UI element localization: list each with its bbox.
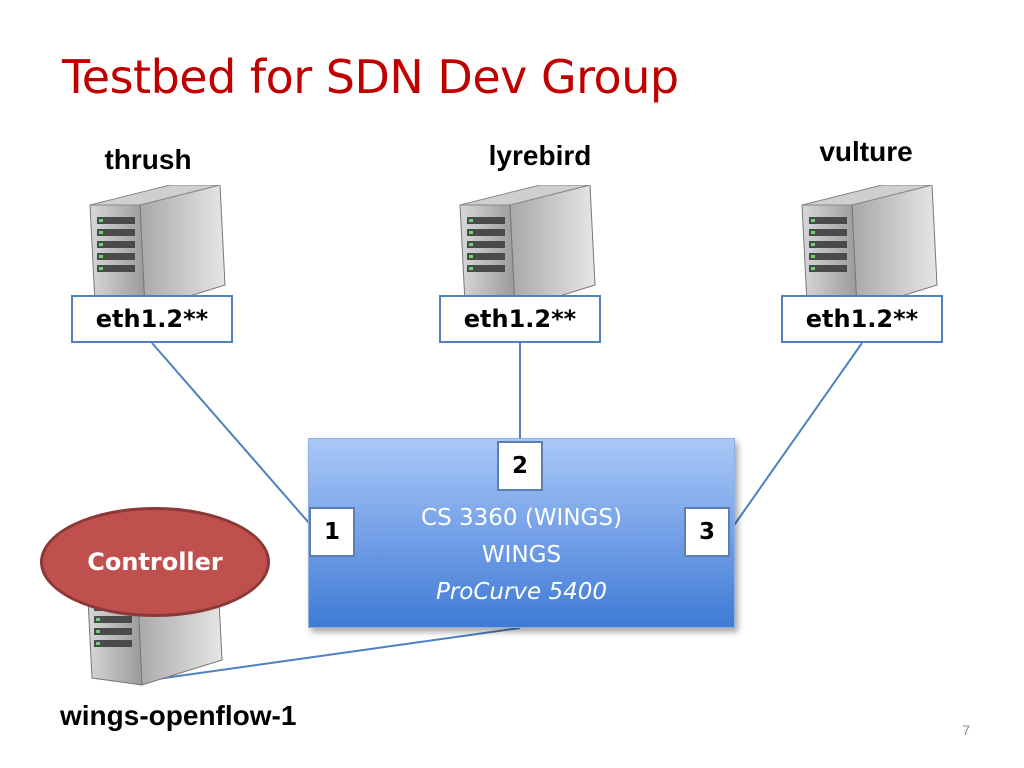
switch-label-line2: WINGS [481,542,562,568]
switch-label-line1: CS 3360 (WINGS) [421,505,622,531]
controller-host-name: wings-openflow-1 [60,700,297,731]
page-number: 7 [962,722,970,738]
host-name-thrush: thrush [104,144,192,175]
switch-port-2: 2 [497,441,543,491]
slide-title: Testbed for SDN Dev Group [62,50,679,104]
switch-port-1: 1 [309,507,355,557]
server-icon [797,184,947,315]
switch-label: CS 3360 (WINGS) WINGS ProCurve 5400 [308,500,735,611]
interface-box-thrush: eth1.2** [71,295,233,343]
link-thrush-port1 [151,342,317,532]
switch-port-3: 3 [684,507,730,557]
server-icon [85,184,235,315]
controller-ellipse: Controller [40,507,270,617]
interface-box-lyrebird: eth1.2** [439,295,601,343]
host-name-vulture: vulture [819,136,913,167]
link-vulture-port3 [729,342,863,532]
link-controller-switch [149,627,521,681]
server-icon [455,184,605,315]
interface-box-vulture: eth1.2** [781,295,943,343]
host-name-lyrebird: lyrebird [488,140,592,171]
switch-model: ProCurve 5400 [435,579,608,605]
